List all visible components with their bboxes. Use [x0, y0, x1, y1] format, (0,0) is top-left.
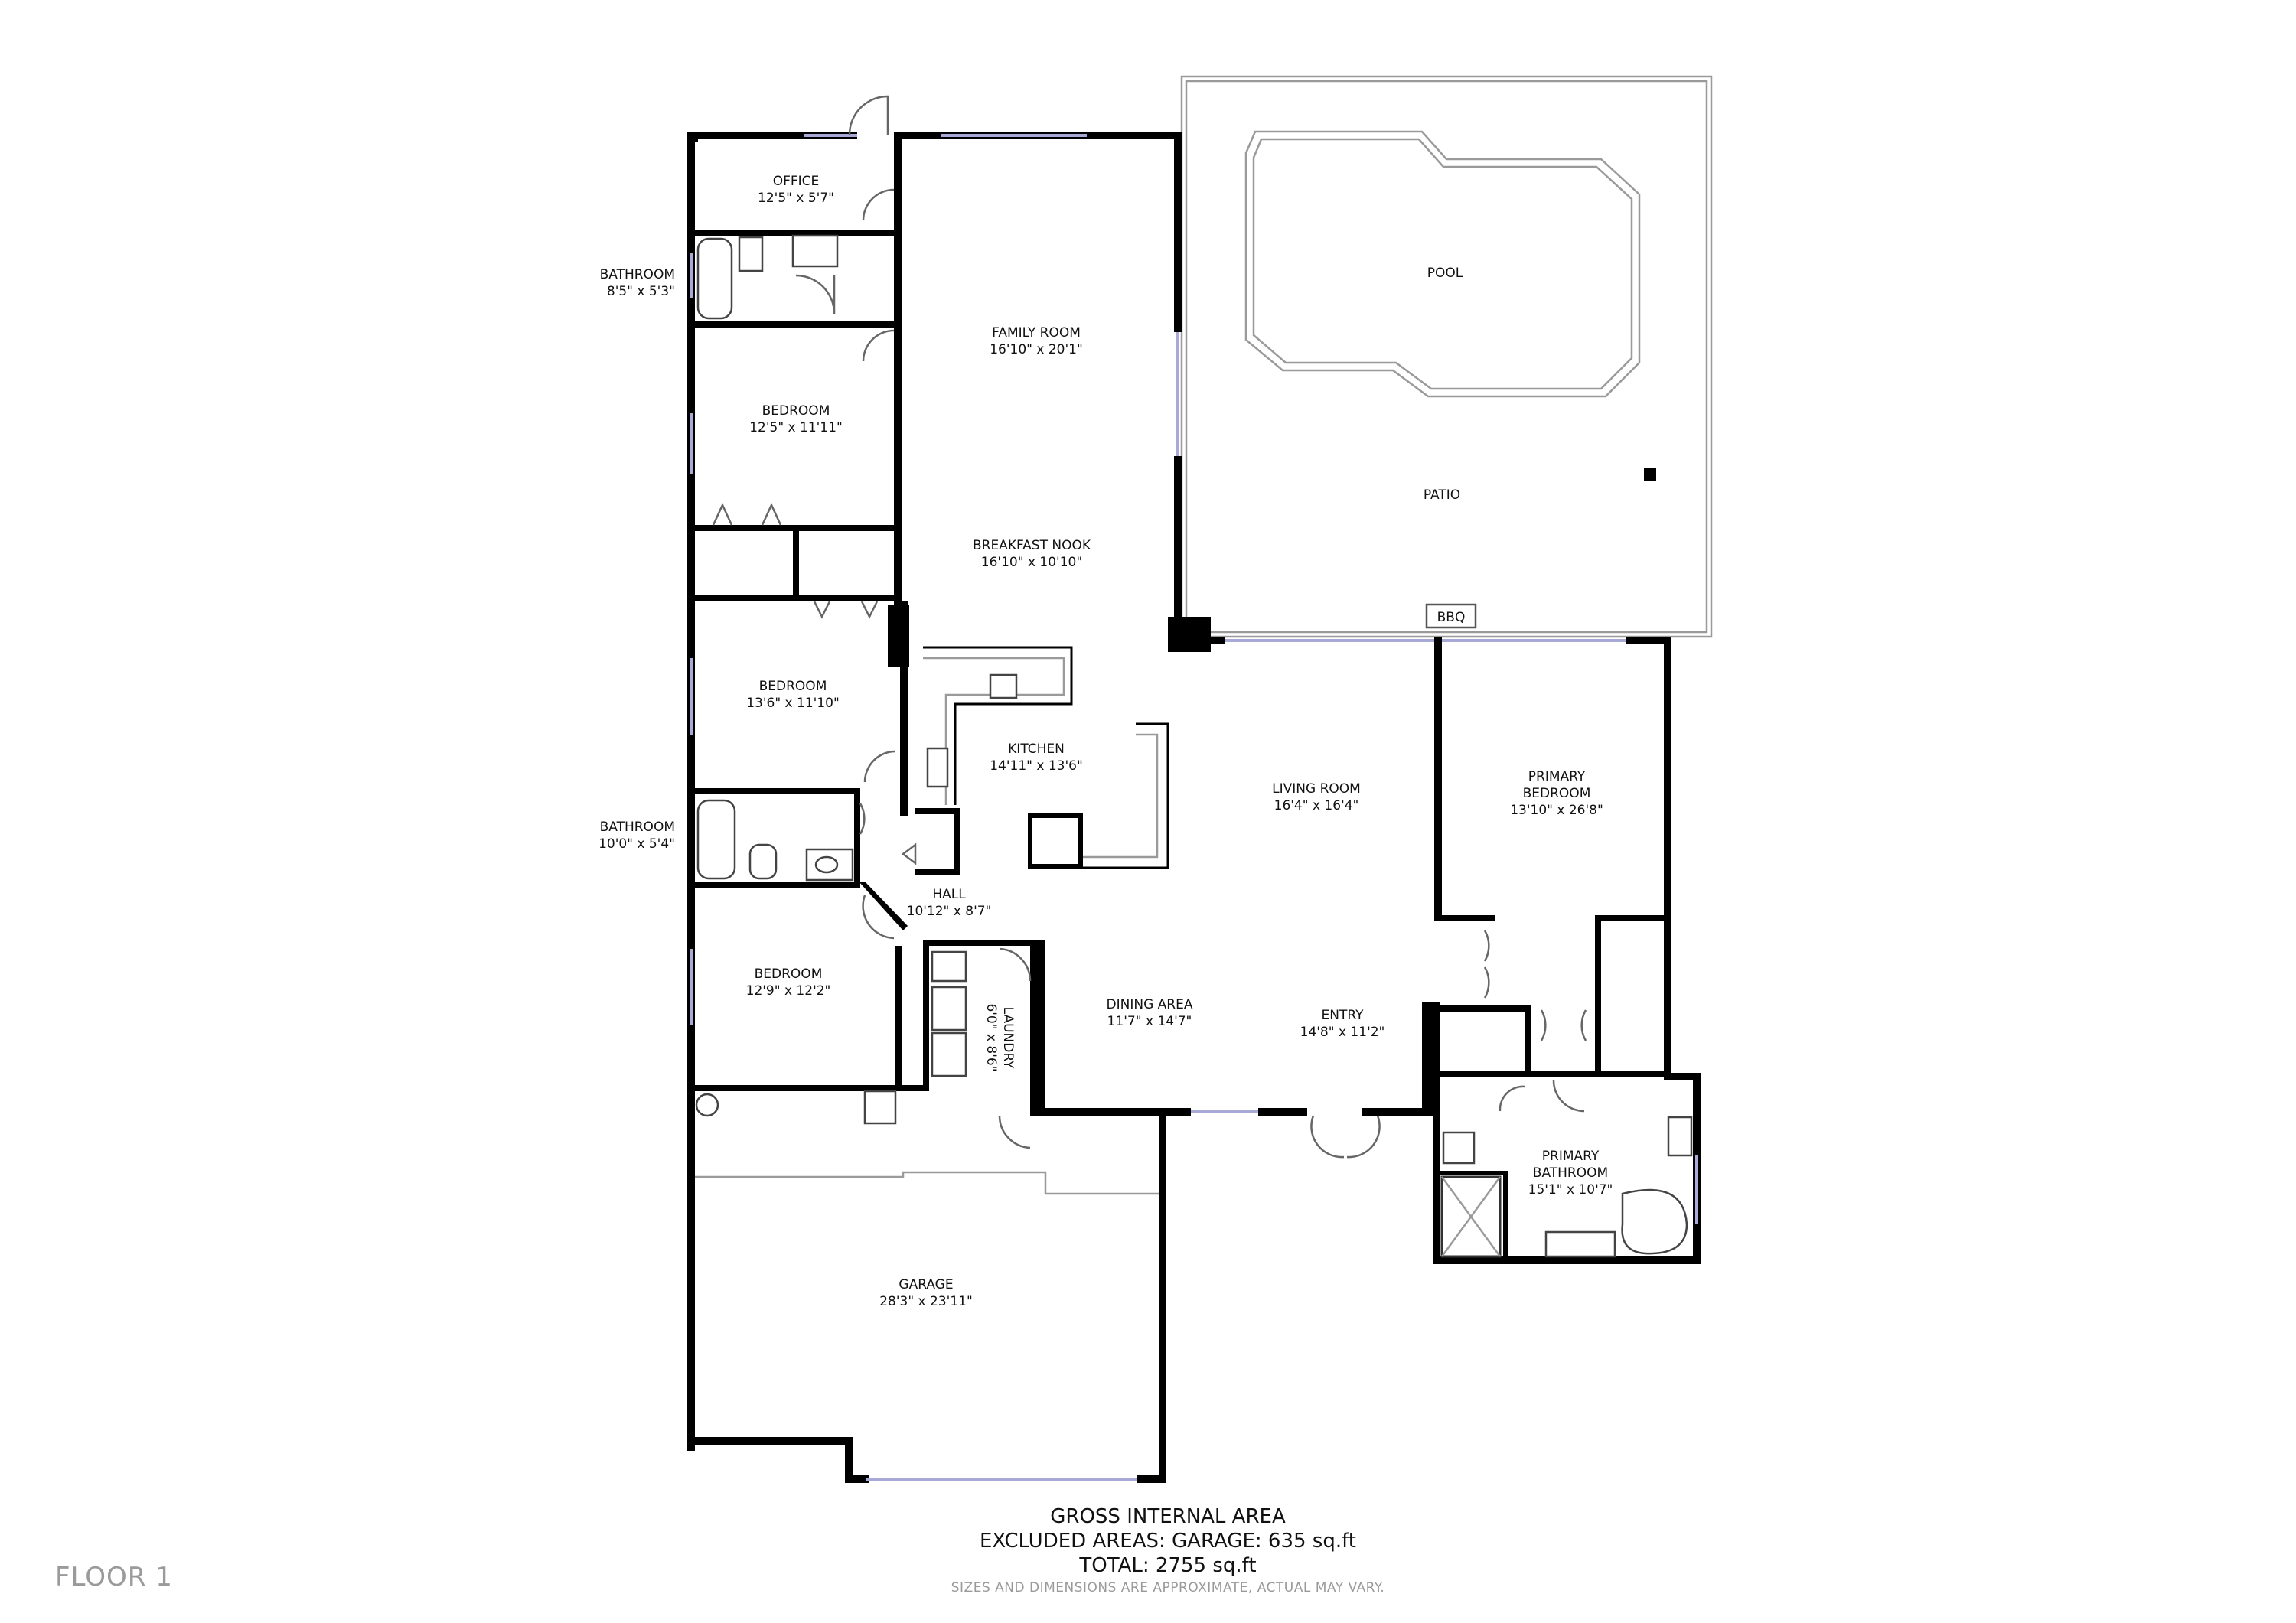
room-primary-bedroom: PRIMARY: [1528, 769, 1586, 784]
room-office-dims: 12'5" x 5'7": [758, 191, 834, 206]
room-bathroom-2: BATHROOM: [600, 820, 675, 835]
room-entry-dims: 14'8" x 11'2": [1300, 1025, 1385, 1040]
room-primary-bedroom-2: BEDROOM: [1523, 786, 1591, 801]
room-primary-bathroom-dims: 15'1" x 10'7": [1528, 1182, 1613, 1198]
room-labels: OFFICE 12'5" x 5'7" BATHROOM 8'5" x 5'3"…: [598, 174, 1613, 1309]
room-primary-bathroom: PRIMARY: [1542, 1149, 1600, 1164]
room-garage: GARAGE: [899, 1277, 953, 1292]
room-pool: POOL: [1427, 266, 1463, 281]
room-primary-bathroom-2: BATHROOM: [1533, 1165, 1608, 1181]
patio-area: [1180, 75, 1713, 638]
room-office: OFFICE: [773, 174, 820, 189]
bbq-box: [1425, 603, 1477, 629]
room-breakfast-nook: BREAKFAST NOOK: [973, 538, 1091, 553]
area-summary: GROSS INTERNAL AREA EXCLUDED AREAS: GARA…: [951, 1505, 1384, 1595]
pool-outline: [1244, 130, 1641, 398]
room-garage-dims: 28'3" x 23'11": [879, 1294, 973, 1309]
floor-label: FLOOR 1: [55, 1562, 173, 1592]
room-bedroom-1-dims: 12'5" x 11'11": [749, 420, 843, 435]
room-entry: ENTRY: [1322, 1008, 1365, 1023]
room-bedroom-2-dims: 13'6" x 11'10": [746, 696, 840, 711]
room-patio: PATIO: [1424, 487, 1460, 503]
room-laundry: LAUNDRY: [1000, 1007, 1016, 1069]
room-hall: HALL: [932, 887, 966, 902]
room-living-room: LIVING ROOM: [1272, 781, 1361, 797]
room-bbq: BBQ: [1437, 610, 1466, 625]
area-disclaimer: SIZES AND DIMENSIONS ARE APPROXIMATE, AC…: [951, 1580, 1384, 1595]
windows: [690, 134, 1698, 1481]
area-title: GROSS INTERNAL AREA: [1050, 1505, 1286, 1528]
room-hall-dims: 10'12" x 8'7": [907, 904, 992, 919]
area-excluded: EXCLUDED AREAS: GARAGE: 635 sq.ft: [980, 1530, 1356, 1553]
room-bathroom-1-dims: 8'5" x 5'3": [607, 284, 675, 299]
room-bedroom-2: BEDROOM: [759, 679, 827, 694]
room-kitchen: KITCHEN: [1008, 741, 1065, 757]
room-bedroom-3-dims: 12'9" x 12'2": [746, 983, 831, 999]
kitchen-island: [1028, 813, 1083, 869]
room-dining-area-dims: 11'7" x 14'7": [1107, 1014, 1192, 1029]
area-total: TOTAL: 2755 sq.ft: [1078, 1554, 1256, 1577]
room-family-room-dims: 16'10" x 20'1": [990, 342, 1083, 357]
room-living-room-dims: 16'4" x 16'4": [1274, 798, 1359, 813]
room-bathroom-1: BATHROOM: [600, 267, 675, 282]
room-bedroom-3: BEDROOM: [755, 966, 823, 982]
room-bedroom-1: BEDROOM: [762, 403, 830, 419]
room-breakfast-nook-dims: 16'10" x 10'10": [981, 555, 1082, 570]
patio-post: [1644, 468, 1656, 481]
room-kitchen-dims: 14'11" x 13'6": [990, 758, 1083, 774]
fixtures: [695, 95, 1693, 1258]
interior-walls: [687, 132, 1671, 1258]
room-dining-area: DINING AREA: [1107, 997, 1193, 1012]
room-primary-bedroom-dims: 13'10" x 26'8": [1510, 803, 1603, 818]
room-family-room: FAMILY ROOM: [992, 325, 1081, 341]
room-bathroom-2-dims: 10'0" x 5'4": [598, 836, 675, 852]
room-laundry-dims: 6'0" x 8'6": [983, 1003, 999, 1071]
